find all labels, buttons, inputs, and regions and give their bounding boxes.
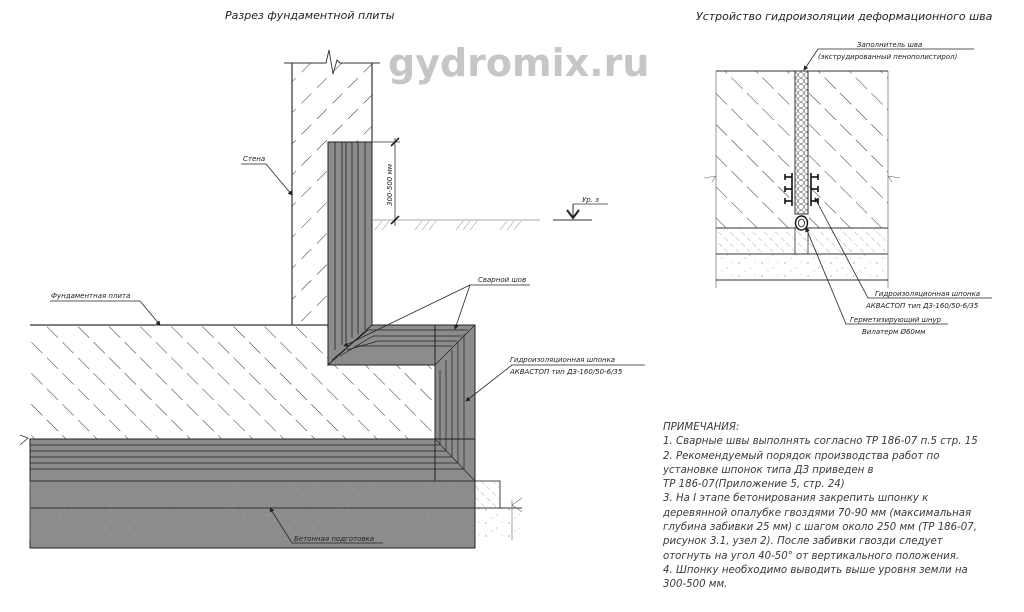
left-drawing-title: Разрез фундаментной плиты — [225, 9, 395, 22]
dimension-300-500: 300-500 мм — [372, 137, 400, 226]
joint-waterstop — [784, 173, 819, 206]
leader-lines — [50, 163, 645, 544]
sealing-cord-label-2: Вилатерм Ø60мм — [862, 328, 926, 336]
right-drawing-title: Устройство гидроизоляции деформационного… — [696, 10, 993, 23]
concrete-base-label: Бетонная подготовка — [294, 535, 374, 543]
note-line: деревянной опалубке гвоздями 70-90 мм (м… — [663, 507, 972, 519]
sealing-cord — [794, 215, 809, 231]
joint-filler-label-2: (экструдированный пенополистирол) — [818, 53, 958, 61]
note-line: 300-500 мм. — [663, 579, 728, 591]
ground-level: Ур. з — [372, 196, 608, 231]
waterstop-label-2: АКВАСТОП тип ДЗ-160/50-6/35 — [509, 368, 623, 376]
sealing-cord-label-1: Герметизирующий шнур — [850, 316, 942, 324]
joint-waterstop-label-1: Гидроизоляционная шпонка — [875, 290, 980, 298]
note-line: 1. Сварные швы выполнять согласно ТР 186… — [663, 436, 978, 448]
ground-level-label: Ур. з — [582, 196, 599, 204]
expansion-joint-drawing: Заполнитель шва (экструдированный пенопо… — [703, 41, 992, 336]
notes-block: ПРИМЕЧАНИЯ: 1. Сварные швы выполнять сог… — [663, 421, 1023, 593]
note-line: 3. На I этапе бетонирования закрепить шп… — [663, 493, 929, 505]
note-line: глубина забивки 25 мм) с шагом около 250… — [663, 522, 978, 534]
notes-heading: ПРИМЕЧАНИЯ: — [663, 422, 740, 433]
note-line: рисунок 3.1, узел 2). После забивки гвоз… — [663, 536, 943, 548]
dimension-label: 300-500 мм — [386, 163, 394, 206]
foundation-slab-label: Фундаментная плита — [51, 292, 130, 300]
note-line: 4. Шпонку необходимо выводить выше уровн… — [663, 564, 968, 576]
wall-label: Стена — [243, 155, 265, 163]
note-line: установке шпонок типа ДЗ приведен в — [663, 464, 874, 476]
joint-waterstop-label-2: АКВАСТОП тип ДЗ-160/50-6/35 — [865, 302, 979, 310]
watermark: gydromix.ru — [388, 41, 649, 85]
joint-filler-label-1: Заполнитель шва — [857, 41, 922, 49]
note-line: отогнуть на угол 40-50° от вертикального… — [663, 550, 960, 562]
weld-seam-label: Сварной шов — [478, 276, 526, 284]
note-line: ТР 186-07(Приложение 5, стр. 24) — [663, 479, 845, 491]
foundation-slab — [19, 324, 435, 446]
concrete-base — [29, 480, 523, 540]
foundation-section-drawing: Ур. з 300-500 мм Стена Фундаментная плит… — [19, 49, 645, 549]
note-line: 2. Рекомендуемый порядок производства ра… — [663, 450, 940, 462]
waterstop-label-1: Гидроизоляционная шпонка — [510, 356, 615, 364]
